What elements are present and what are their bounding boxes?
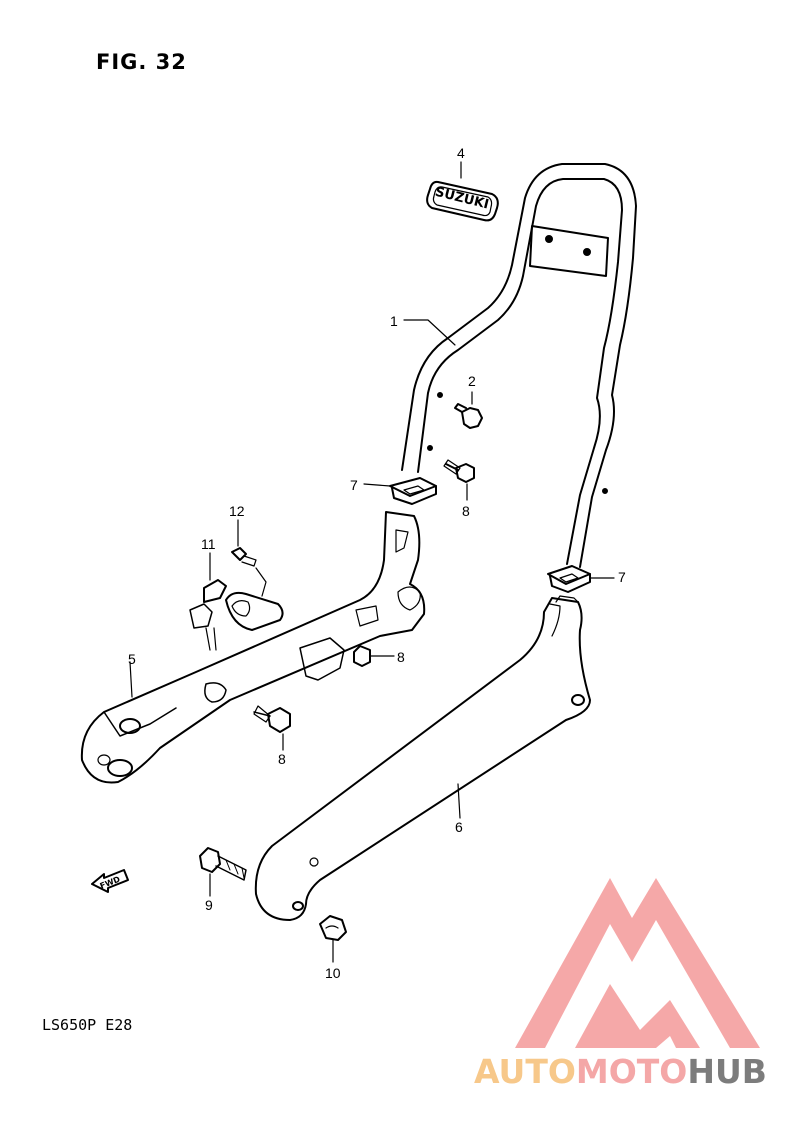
bolt-part-8-upper: [443, 459, 475, 501]
fwd-arrow-icon: [91, 869, 129, 893]
callout-8-upper: 8: [462, 503, 470, 519]
suzuki-emblem: [426, 161, 499, 222]
grommet-upper: [363, 477, 437, 505]
bolt-part-8-lower: [253, 705, 291, 751]
lock-assembly: [189, 552, 284, 651]
watermark-auto: AUTO: [474, 1052, 576, 1091]
bolt-part-2: [454, 391, 483, 429]
model-code: LS650P E28: [42, 1016, 133, 1034]
callout-5: 5: [128, 651, 136, 667]
callout-1: 1: [390, 313, 398, 329]
fwd-text: FWD: [99, 874, 122, 890]
backrest-frame: [401, 163, 637, 568]
callout-6: 6: [455, 819, 463, 835]
callout-8-lower: 8: [278, 751, 286, 767]
callout-11: 11: [201, 536, 216, 552]
bolt-part-9: [199, 847, 247, 897]
figure-title: FIG. 32: [96, 50, 187, 74]
nut-part-10: [319, 915, 347, 963]
watermark-text: AUTOMOTOHUB: [474, 1052, 767, 1091]
grommet-lower: [547, 565, 615, 593]
callout-10: 10: [325, 965, 341, 981]
callout-9: 9: [205, 897, 213, 913]
callout-4: 4: [457, 145, 465, 161]
right-bracket: [254, 595, 591, 921]
callout-2: 2: [468, 373, 476, 389]
left-bracket: [80, 511, 426, 784]
bolt-part-8-middle: [353, 645, 395, 667]
watermark-hub: HUB: [687, 1052, 767, 1091]
emblem-text: SUZUKI: [433, 185, 490, 213]
watermark-logo-icon: [515, 878, 760, 1048]
screw-part-12: [231, 519, 257, 567]
callout-12: 12: [229, 503, 245, 519]
callout-7-upper: 7: [350, 477, 358, 493]
callout-7-lower: 7: [618, 569, 626, 585]
watermark-moto: MOTO: [575, 1052, 688, 1091]
callout-8-middle: 8: [397, 649, 405, 665]
